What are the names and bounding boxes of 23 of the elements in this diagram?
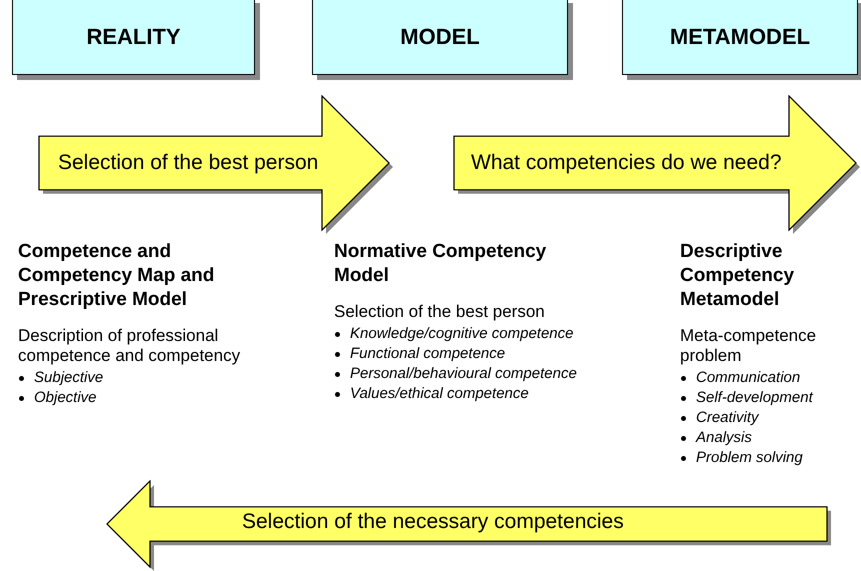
arrow-label: What competencies do we need? — [471, 151, 782, 175]
bullet-item: Personal/behavioural competence — [334, 364, 584, 384]
arrow-label: Selection of the necessary competencies — [242, 510, 624, 534]
block-arrow — [453, 95, 861, 235]
column-heading: Normative Competency Model — [334, 240, 548, 288]
description-text: Meta-competence problem — [680, 326, 818, 366]
description-text: Description of professional competence and competency — [18, 326, 242, 366]
block-arrow — [106, 480, 832, 571]
bullet-item: Subjective — [18, 368, 268, 388]
bullet-item: Knowledge/cognitive competence — [334, 324, 584, 344]
block-arrow — [38, 95, 394, 235]
bullet-item: Problem solving — [680, 448, 850, 468]
bullet-item: Values/ethical competence — [334, 384, 584, 404]
arrow-label: Selection of the best person — [58, 151, 318, 175]
bullet-item: Self-development — [680, 388, 850, 408]
bullet-item: Objective — [18, 388, 268, 408]
bullet-item: Analysis — [680, 428, 850, 448]
description-text: Selection of the best person — [334, 302, 546, 322]
column-heading: Descriptive Competency Metamodel — [680, 240, 796, 312]
bullet-item: Communication — [680, 368, 850, 388]
bullet-item: Functional competence — [334, 344, 584, 364]
bullet-item: Creativity — [680, 408, 850, 428]
column-heading: Competence and Competency Map and Prescriptive Model — [18, 240, 216, 312]
